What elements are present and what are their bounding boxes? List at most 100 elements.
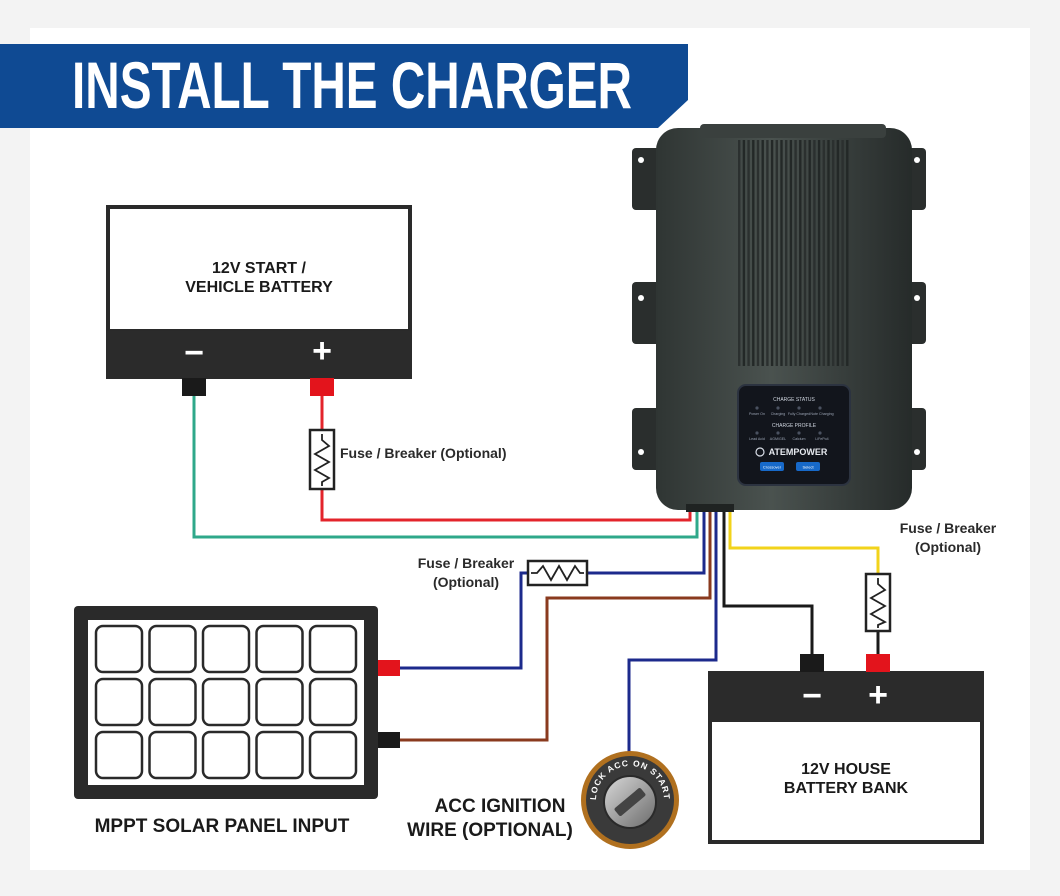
house-battery-label-line1: 12V HOUSE [801,761,891,778]
ignition-label-line2: WIRE (OPTIONAL) [407,820,573,841]
charger-status-item-3: Note Charging [810,412,833,416]
house-battery-cap [708,671,984,721]
charger-fin [747,140,750,366]
fuse-solar-label-line1: Fuse / Breaker [418,555,515,571]
charger-select-button-label: Select [802,465,814,470]
charger-profile-item-0: Lead Acid [749,437,765,441]
charger-fin [799,140,802,366]
charger-select-button[interactable] [796,462,820,471]
fuse-start-label: Fuse / Breaker (Optional) [340,445,506,461]
house-battery-plus-symbol: + [868,676,888,714]
start-battery: 12V START / VEHICLE BATTERY − + [106,205,412,396]
wires [192,396,880,752]
charger-fin [836,140,840,366]
charger-fin [822,140,825,366]
charger-brand: ATEMPOWER [769,447,828,457]
start-battery-cap [106,331,412,379]
charger-fin [785,140,788,366]
charger-fin [742,140,746,366]
charger-fin [832,140,835,366]
start-battery-plus-symbol: + [312,332,332,370]
charger-status-item-0: Power On [749,412,765,416]
solar-cell [308,624,358,674]
charger-fin [738,140,741,366]
solar-cell [94,624,144,674]
house-battery-negative-terminal [800,654,824,672]
start-battery-positive-terminal [310,378,334,396]
charger-fin [841,140,844,366]
solar-cell [201,677,251,727]
house-battery-minus-symbol: − [802,677,822,715]
ignition-key-slot-icon [614,788,646,816]
charger-fin [803,140,807,366]
charger-fin [846,140,849,366]
charger-fin [756,140,760,366]
wire-start-positive [320,396,692,522]
start-battery-label-line1: 12V START / [212,260,307,277]
start-battery-negative-terminal [182,378,206,396]
solar-cell [148,624,197,674]
charger-profile-item-3: LiFePo4 [815,437,828,441]
solar-cell [308,677,358,727]
charger-fin [761,140,764,366]
charger-fin [766,140,769,366]
charger-fin [775,140,778,366]
solar-cell [148,677,197,727]
fuse-solar: Fuse / Breaker (Optional) [418,555,589,590]
charger-fin [752,140,755,366]
page-title: INSTALL THE CHARGER [72,48,632,122]
charger-profile-item-1: AGM/GEL [770,437,786,441]
charger-crossover-button[interactable] [760,462,784,471]
start-battery-minus-symbol: − [184,334,204,372]
wire-house-negative [722,508,814,654]
start-battery-label-line2: VEHICLE BATTERY [185,279,333,296]
solar-cell [201,730,251,780]
solar-panel: MPPT SOLAR PANEL INPUT [74,606,400,837]
solar-cell [255,677,304,727]
charger-status-item-2: Fully Charged [788,412,810,416]
solar-cell [201,624,251,674]
charger-mounting-holes [638,157,920,455]
fuse-house-label-line2: (Optional) [915,539,981,555]
charger-status-title: CHARGE STATUS [773,397,815,403]
start-battery-body [106,205,412,333]
charger-top-vent [700,124,886,138]
fuse-start-zigzag-icon [313,434,331,486]
charger-fin [813,140,816,366]
charger-unit: CHARGE STATUS Power On Charging Fully Ch… [632,124,926,512]
solar-positive-terminal [378,660,400,676]
fuse-house-zigzag-icon [869,578,888,628]
wire-solar-positive [400,508,706,670]
wire-solar-negative [400,508,712,742]
fuse-house: Fuse / Breaker (Optional) [864,520,997,633]
solar-cell [255,730,304,780]
charger-status-leds [755,406,822,410]
charger-profile-title: CHARGE PROFILE [772,423,817,429]
ignition-switch: LOCK ACC ON START ACC IGNITION WIRE (OPT… [407,751,679,849]
solar-cell [308,730,358,780]
charger-crossover-button-label: Crossover [763,465,782,470]
solar-cell [255,624,304,674]
charger-fin [817,140,821,366]
fuse-solar-label-line2: (Optional) [433,574,499,590]
fuse-start: Fuse / Breaker (Optional) [308,428,506,491]
solar-panel-label: MPPT SOLAR PANEL INPUT [95,816,350,837]
charger-status-item-1: Charging [771,412,786,416]
charger-heatsink-fins [738,140,849,366]
fuse-house-label-line1: Fuse / Breaker [900,520,997,536]
charger-fin [789,140,793,366]
charger-profile-leds [755,431,822,435]
solar-cell-grid [94,624,358,780]
house-battery: − + 12V HOUSE BATTERY BANK [708,654,984,844]
banner-shape [0,44,688,128]
solar-cell [94,730,144,780]
solar-cell [94,677,144,727]
charger-fin [808,140,811,366]
title-banner: INSTALL THE CHARGER [0,44,688,128]
charger-fin [770,140,774,366]
solar-negative-terminal [378,732,400,748]
solar-cell [148,730,197,780]
charger-fin [794,140,797,366]
